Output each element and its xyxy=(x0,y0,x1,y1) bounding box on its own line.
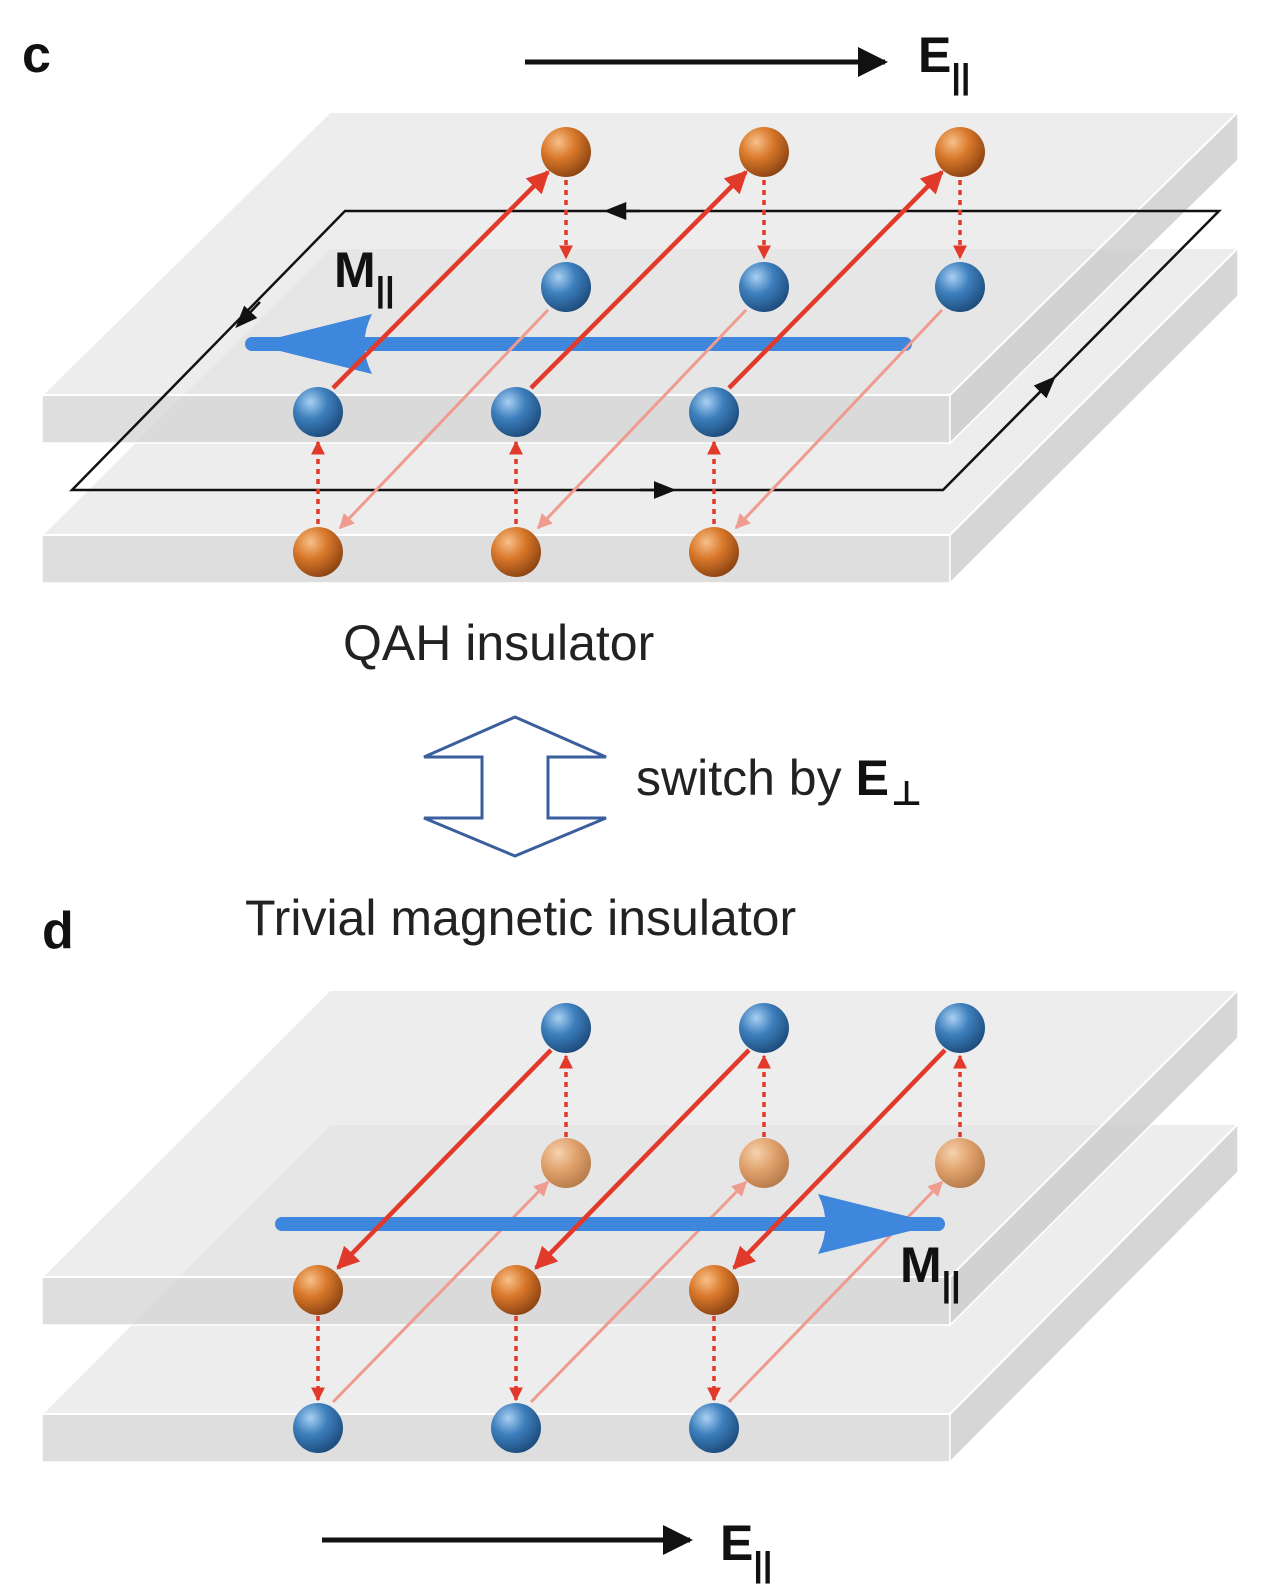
e-symbol: E xyxy=(918,27,951,83)
switch-text: switch by xyxy=(636,750,842,806)
hopping-link-faint xyxy=(536,308,748,530)
panel-d-caption: Trivial magnetic insulator xyxy=(245,890,796,946)
blue-atom xyxy=(541,1003,591,1053)
blue-atom xyxy=(293,1403,343,1453)
hopping-link-faint xyxy=(338,308,550,530)
blue-atom xyxy=(491,1403,541,1453)
hopping-link-faint xyxy=(734,308,944,530)
m-subscript: || xyxy=(376,271,395,309)
orange-atom xyxy=(491,1265,541,1315)
orange-atom xyxy=(491,527,541,577)
panel-d-m-field-label: M|| xyxy=(900,1237,961,1304)
panel-d xyxy=(39,988,1241,1555)
blue-atom xyxy=(935,262,985,312)
edge-current-arrow xyxy=(1029,376,1056,403)
switch-symbol: E xyxy=(856,750,889,806)
switch-area xyxy=(423,715,607,858)
blue-atom xyxy=(491,387,541,437)
orange-atom xyxy=(689,527,739,577)
blue-atom xyxy=(541,262,591,312)
e-subscript: || xyxy=(951,58,970,96)
blue-atom xyxy=(689,387,739,437)
orange-atom xyxy=(739,1138,789,1188)
panel-c xyxy=(39,47,1241,585)
panel-d-label: d xyxy=(42,902,74,960)
hopping-link xyxy=(727,170,944,390)
blue-atom xyxy=(935,1003,985,1053)
e-subscript: || xyxy=(753,1546,772,1584)
orange-atom xyxy=(541,127,591,177)
edge-current-arrow xyxy=(235,301,261,329)
blue-atom xyxy=(739,1003,789,1053)
hopping-link xyxy=(336,1048,553,1270)
blue-atom xyxy=(739,262,789,312)
orange-atom xyxy=(689,1265,739,1315)
panel-c-label: c xyxy=(22,26,51,84)
orange-atom xyxy=(935,1138,985,1188)
orange-atom xyxy=(541,1138,591,1188)
blue-atom xyxy=(689,1403,739,1453)
orange-atom xyxy=(293,1265,343,1315)
blue-atom xyxy=(293,387,343,437)
hopping-link xyxy=(331,170,550,390)
magnetization-arrow-head xyxy=(252,314,372,374)
hopping-link xyxy=(529,170,748,390)
orange-atom xyxy=(935,127,985,177)
panel-c-caption: QAH insulator xyxy=(343,615,654,671)
orange-atom xyxy=(293,527,343,577)
e-symbol: E xyxy=(720,1515,753,1571)
orange-atom xyxy=(739,127,789,177)
panel-c-m-field-label: M|| xyxy=(334,242,395,309)
switch-subscript: ⊥ xyxy=(891,775,922,813)
panel-c-e-field-label: E|| xyxy=(918,27,970,96)
switch-double-arrow-icon xyxy=(423,715,607,858)
slab-top-face xyxy=(39,989,1241,1278)
m-symbol: M xyxy=(334,242,376,298)
m-symbol: M xyxy=(900,1237,942,1293)
m-subscript: || xyxy=(942,1266,961,1304)
panel-d-e-field-label: E|| xyxy=(720,1515,772,1584)
hopping-link xyxy=(534,1048,751,1270)
edge-current-loop xyxy=(69,209,1222,492)
hopping-link xyxy=(732,1048,947,1270)
magnetization-arrow-head xyxy=(818,1194,938,1254)
